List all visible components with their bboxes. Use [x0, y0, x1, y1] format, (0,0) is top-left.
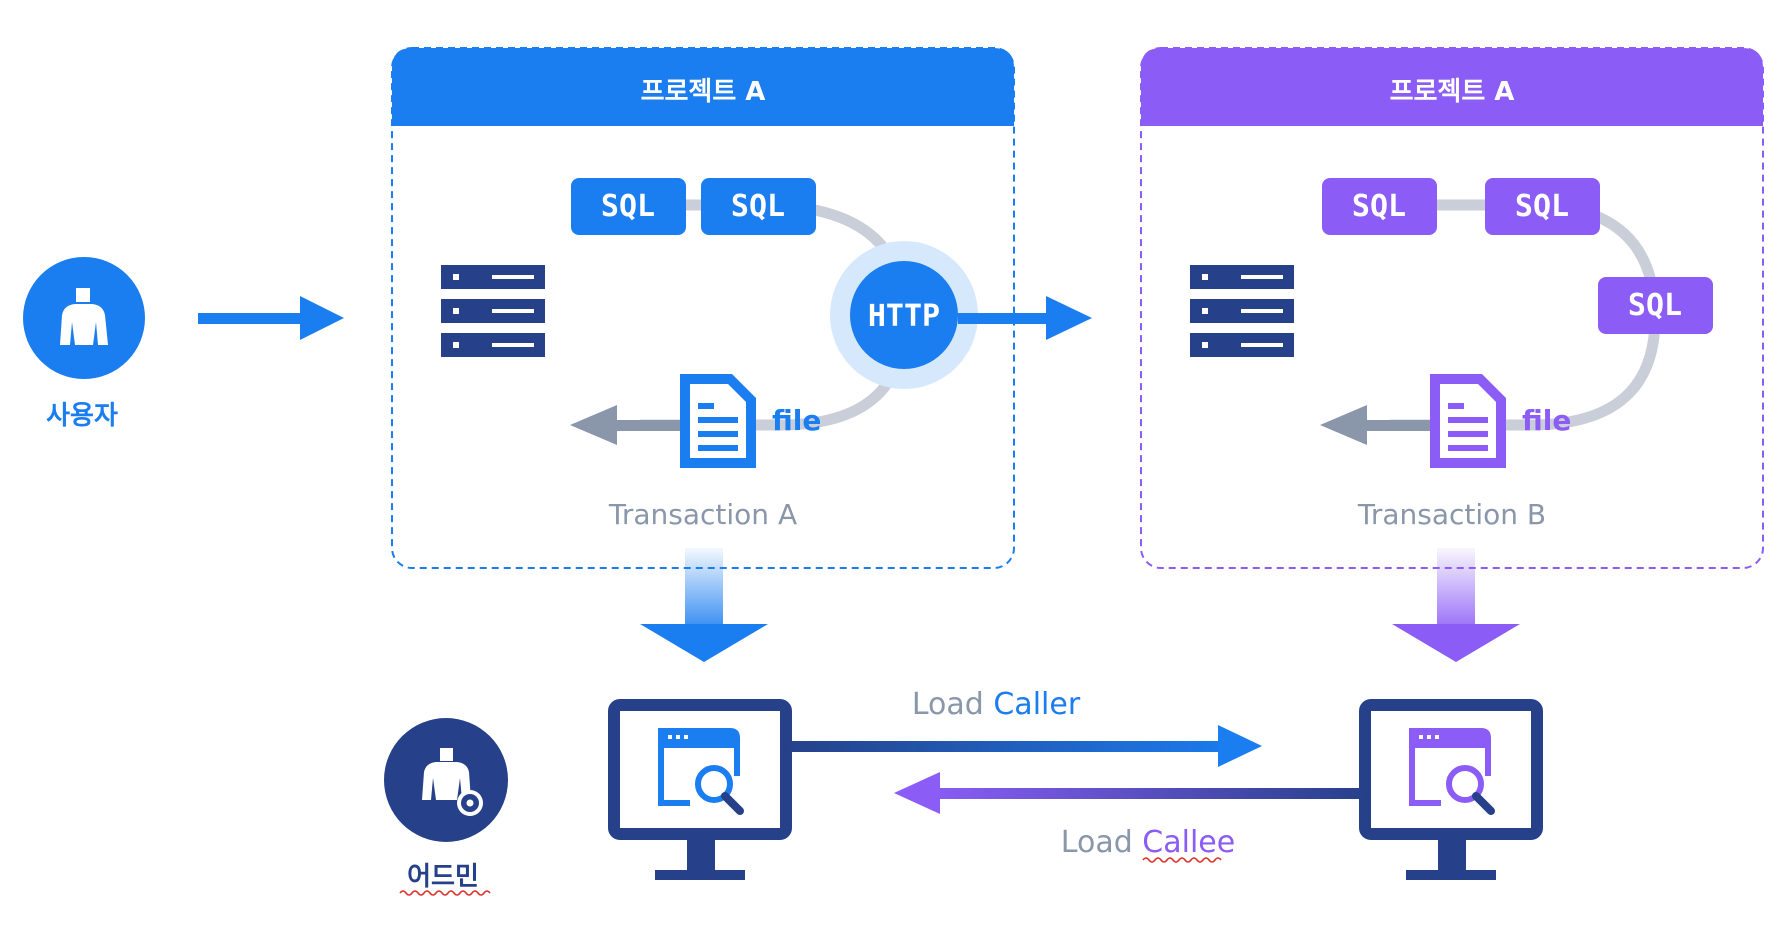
- project-b-title: 프로젝트 A: [1390, 77, 1515, 107]
- transaction-b-return-arrow: [1320, 405, 1432, 445]
- http-to-project-b-arrow: [958, 296, 1092, 340]
- gear-icon: [457, 790, 483, 816]
- user-node: 사용자: [23, 257, 145, 431]
- file-label-b: file: [1522, 404, 1571, 437]
- sql-badge-b1: SQL: [1322, 178, 1437, 235]
- browser-search-icon: [658, 728, 744, 815]
- monitor-b: [1359, 699, 1543, 880]
- transaction-a-label: Transaction A: [608, 498, 797, 531]
- server-icon: [441, 265, 545, 357]
- http-label: HTTP: [868, 299, 940, 334]
- sql-badge-b2: SQL: [1485, 178, 1600, 235]
- sql-badge-b3: SQL: [1598, 277, 1713, 334]
- project-a-down-arrow: [640, 548, 768, 662]
- user-label: 사용자: [46, 401, 118, 431]
- sql-badge-a1: SQL: [571, 178, 686, 235]
- svg-text:SQL: SQL: [1628, 288, 1682, 323]
- project-a-panel: 프로젝트 A SQL SQL: [391, 47, 1015, 569]
- admin-node: 어드민: [384, 718, 508, 896]
- file-label-a: file: [772, 404, 821, 437]
- svg-text:SQL: SQL: [1515, 189, 1569, 224]
- svg-text:SQL: SQL: [1352, 189, 1406, 224]
- spellcheck-underline: [399, 890, 491, 896]
- user-to-project-arrow: [198, 296, 344, 340]
- spellcheck-underline: [1142, 857, 1222, 863]
- load-caller-arrow: [786, 725, 1262, 767]
- load-caller-label: Load Caller: [912, 687, 1081, 722]
- sql-badge-a2: SQL: [701, 178, 816, 235]
- admin-label: 어드민: [407, 862, 479, 892]
- transaction-a-return-arrow: [570, 405, 682, 445]
- browser-search-icon: [1409, 728, 1495, 815]
- admin-icon: [422, 748, 471, 800]
- project-b-panel: 프로젝트 A SQL SQL SQL: [1140, 47, 1764, 569]
- project-b-down-arrow: [1392, 548, 1520, 662]
- load-callee-label: Load Callee: [1061, 825, 1235, 860]
- server-icon: [1190, 265, 1294, 357]
- transaction-b-label: Transaction B: [1357, 498, 1546, 531]
- load-callee-arrow: [894, 772, 1365, 814]
- file-icon-b: [1430, 374, 1506, 468]
- user-icon: [60, 288, 108, 345]
- file-icon-a: [680, 374, 756, 468]
- project-a-title: 프로젝트 A: [641, 77, 766, 107]
- monitor-a: [608, 699, 792, 880]
- svg-text:SQL: SQL: [731, 189, 785, 224]
- http-node: HTTP: [830, 241, 978, 389]
- svg-text:SQL: SQL: [601, 189, 655, 224]
